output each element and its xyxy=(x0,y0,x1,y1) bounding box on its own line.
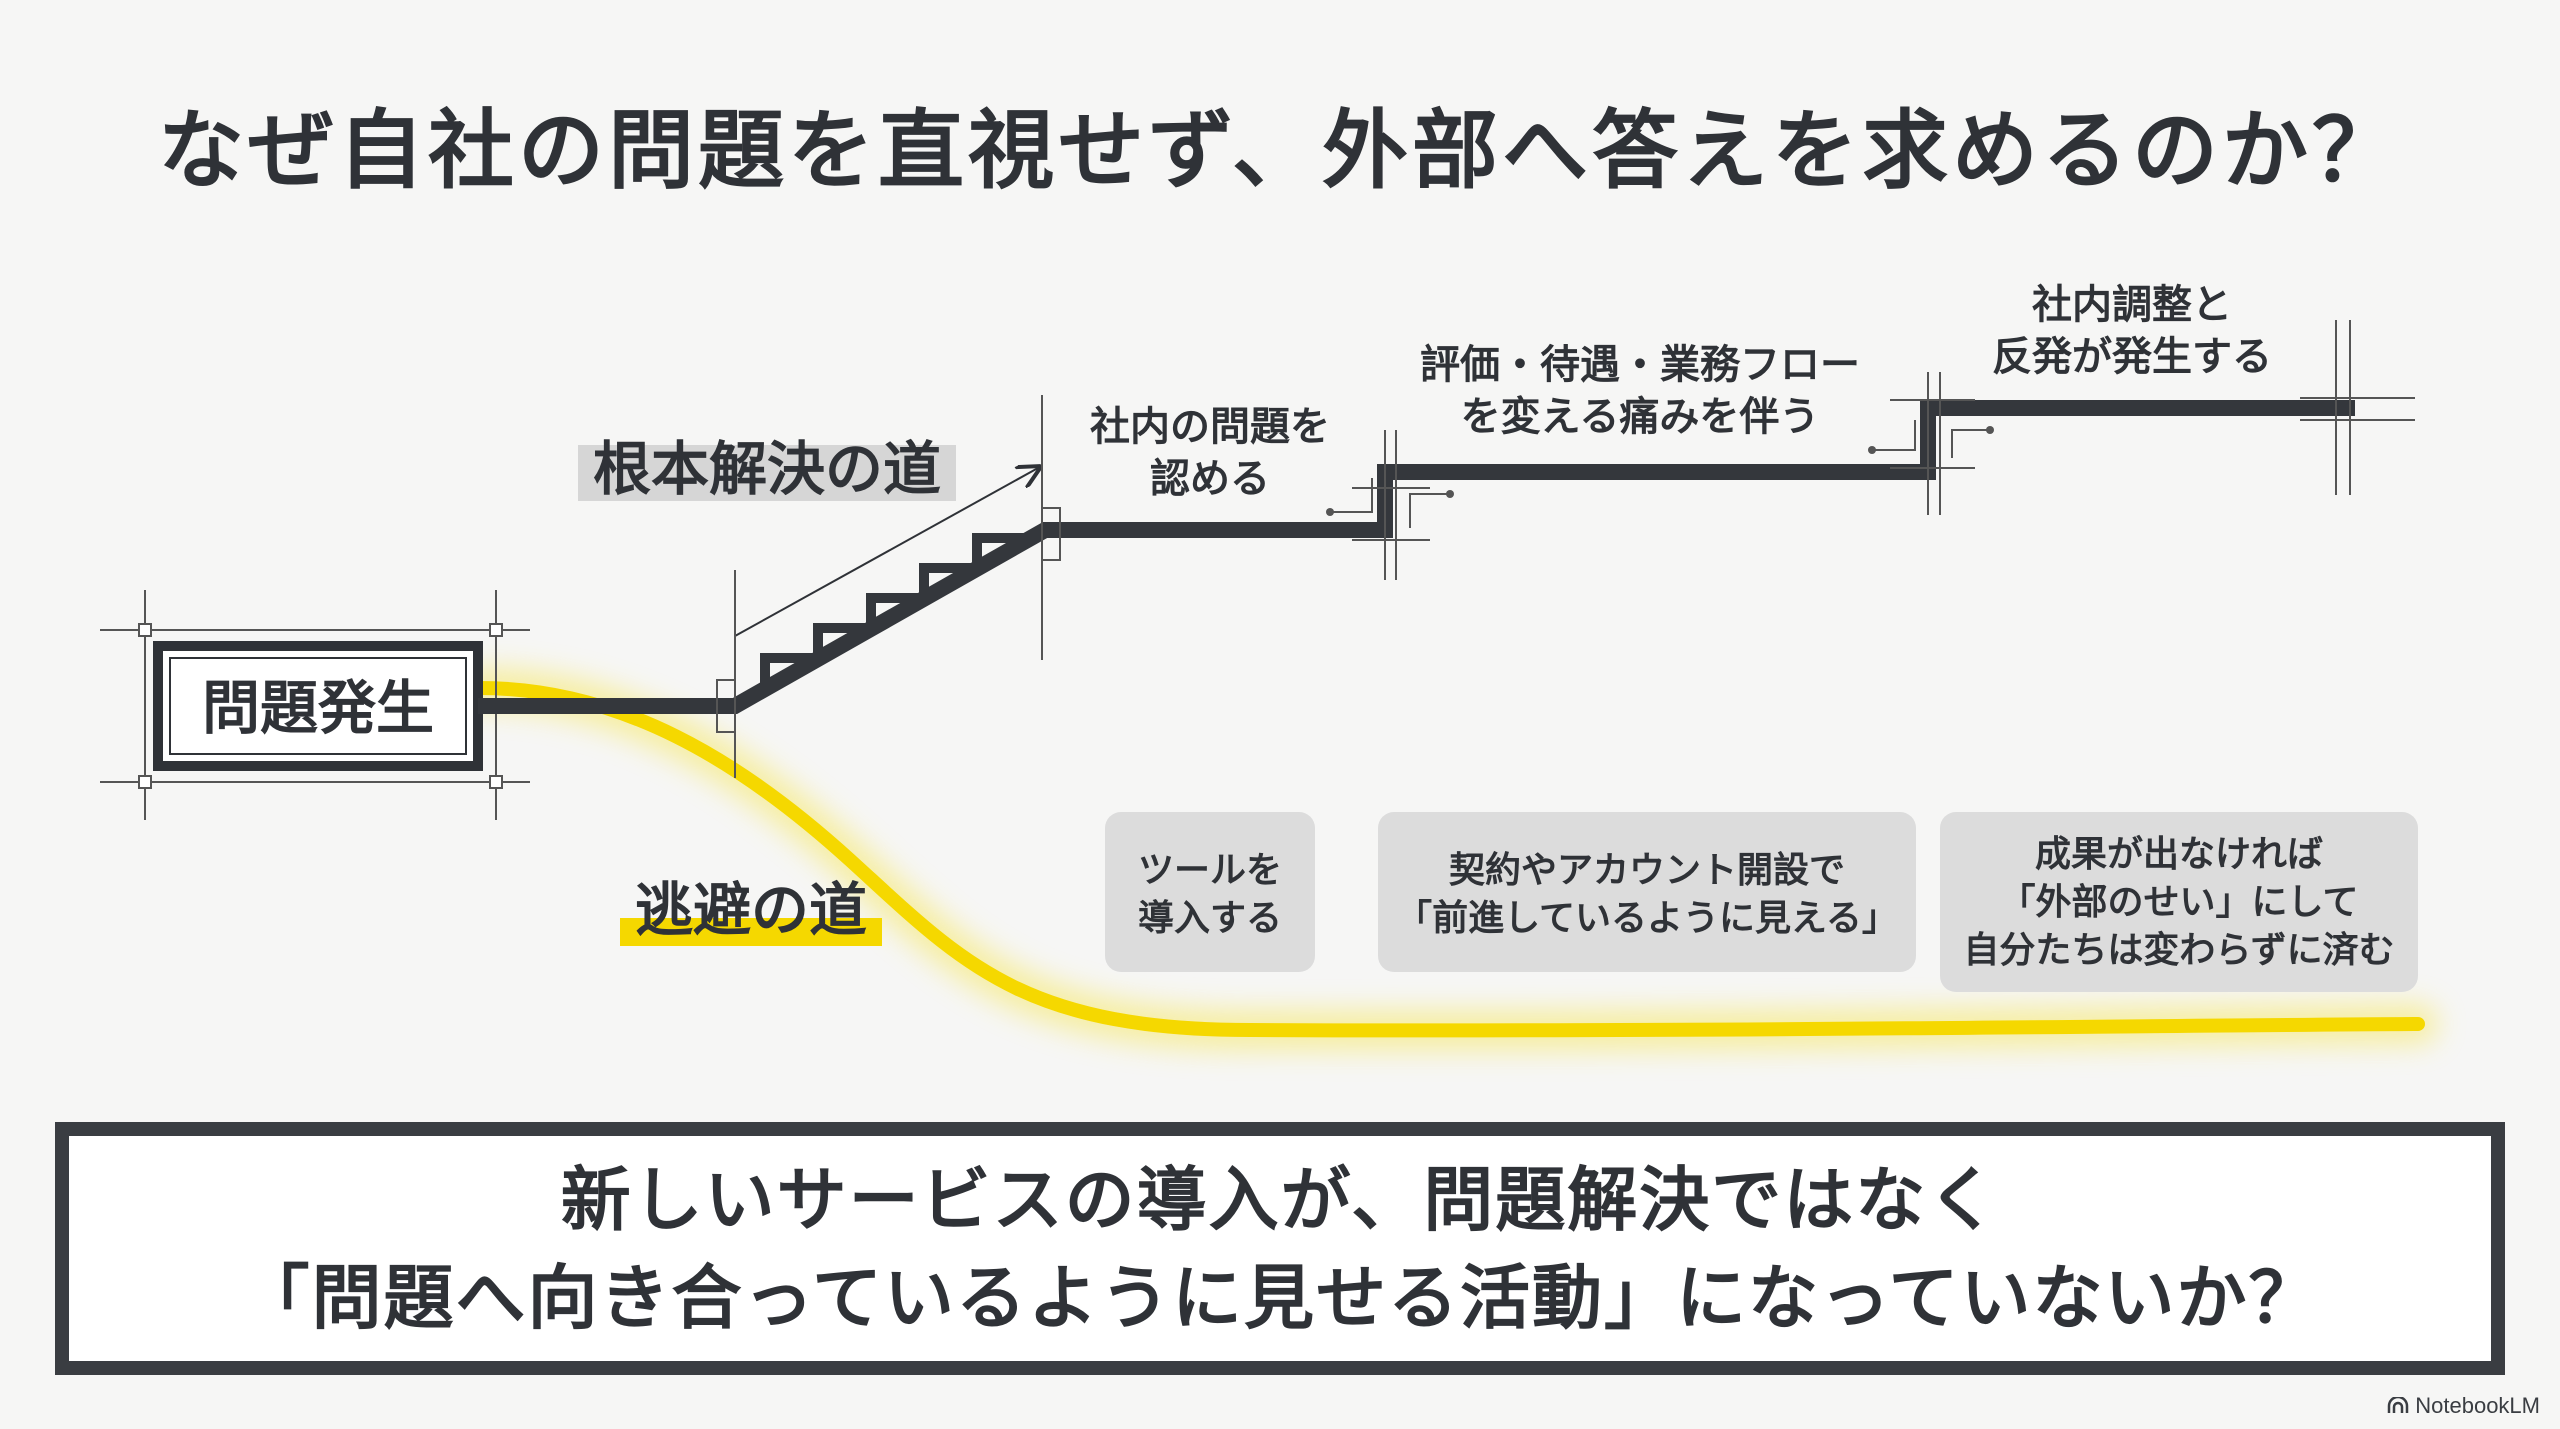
footer-brand-label: NotebookLM xyxy=(2415,1393,2540,1418)
svg-text:社内の問題を: 社内の問題を xyxy=(1090,404,1330,450)
escape-card-1: ツールを 導入する xyxy=(1105,812,1315,972)
root-path-label-group: 根本解決の道 xyxy=(578,435,956,503)
escape-path-label: 逃避の道 xyxy=(635,876,867,944)
page-title: なぜ自社の問題を直視せず、外部へ答えを求めるのか？ xyxy=(158,101,2402,201)
svg-text:社内調整と: 社内調整と xyxy=(2032,282,2232,328)
svg-text:「外部のせい」にして: 「外部のせい」にして xyxy=(2000,882,2359,923)
escape-card-2: 契約やアカウント開設で 「前進しているように見える」 xyxy=(1378,812,1916,972)
notebooklm-logo-icon xyxy=(2388,1397,2409,1413)
escape-path-curve xyxy=(460,668,2438,1051)
svg-text:を変える痛みを伴う: を変える痛みを伴う xyxy=(1461,394,1820,440)
svg-text:契約やアカウント開設で: 契約やアカウント開設で xyxy=(1449,850,1845,891)
conclusion-line-2: 「問題へ向き合っているように見せる活動」になっていないか？ xyxy=(239,1256,2321,1339)
svg-text:評価・待遇・業務フロー: 評価・待遇・業務フロー xyxy=(1420,342,1860,388)
escape-card-3: 成果が出なければ 「外部のせい」にして 自分たちは変わらずに済む xyxy=(1940,812,2418,992)
svg-text:認める: 認める xyxy=(1150,456,1270,502)
step-label-3: 社内調整と 反発が発生する xyxy=(1992,282,2272,380)
footer-brand: NotebookLM xyxy=(2387,1393,2540,1419)
svg-text:「前進しているように見える」: 「前進しているように見える」 xyxy=(1396,898,1898,939)
svg-text:自分たちは変わらずに済む: 自分たちは変わらずに済む xyxy=(1963,929,2394,971)
svg-text:ツールを: ツールを xyxy=(1138,850,1282,891)
svg-text:反発が発生する: 反発が発生する xyxy=(1992,334,2272,380)
svg-text:成果が出なければ: 成果が出なければ xyxy=(2035,834,2323,875)
conclusion-line-1: 新しいサービスの導入が、問題解決ではなく xyxy=(560,1158,2000,1241)
escape-path-label-group: 逃避の道 xyxy=(620,876,882,946)
root-path-stairs xyxy=(478,320,2415,778)
start-box: 問題発生 xyxy=(100,590,530,820)
start-box-label: 問題発生 xyxy=(202,674,434,742)
step-label-1: 社内の問題を 認める xyxy=(1090,404,1330,502)
step-label-2: 評価・待遇・業務フロー を変える痛みを伴う xyxy=(1420,342,1860,440)
root-path-label: 根本解決の道 xyxy=(593,435,941,503)
svg-text:導入する: 導入する xyxy=(1138,898,1282,939)
conclusion-box: 新しいサービスの導入が、問題解決ではなく 「問題へ向き合っているように見せる活動… xyxy=(55,1122,2505,1375)
